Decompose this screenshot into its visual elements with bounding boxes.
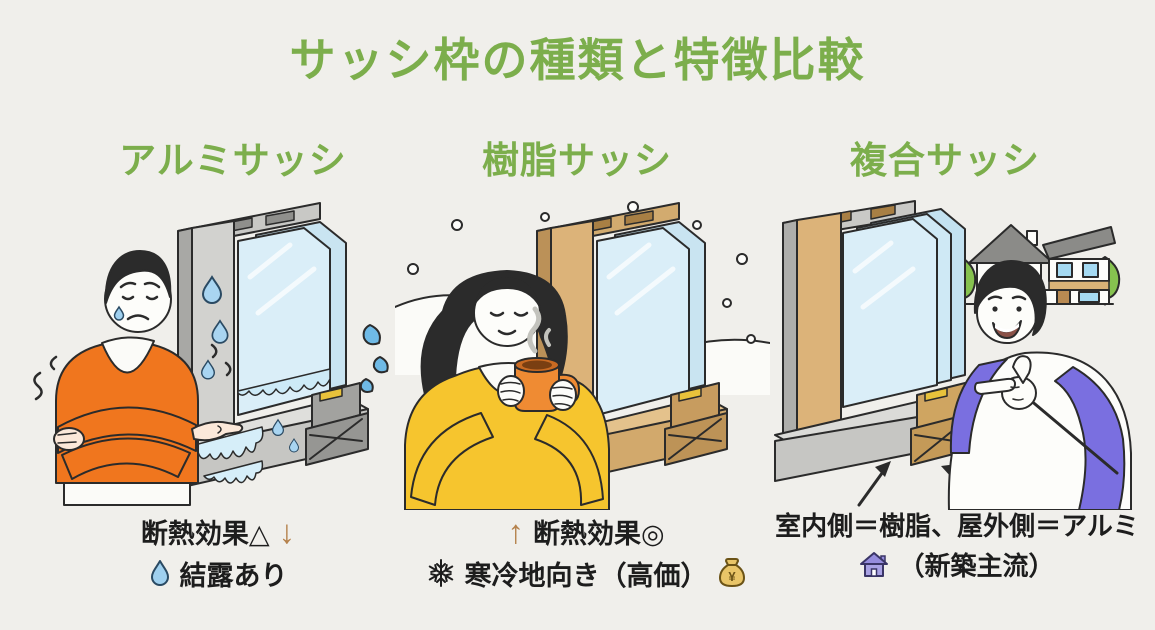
crossed-arm-upper (57, 406, 197, 454)
note-line: ↑ 断熱効果◎ (396, 510, 776, 552)
yen-symbol: ¥ (728, 569, 736, 584)
new-build-text: （新築主流） (898, 550, 1055, 581)
left-sleeve (410, 412, 494, 506)
hair (973, 260, 1047, 336)
worried-face (119, 281, 161, 321)
right-sleeve (534, 414, 604, 506)
insulation-rating-text: 断熱効果△ (140, 518, 270, 549)
glazing-spacer (678, 387, 702, 402)
water-drop-icon (150, 560, 169, 586)
thumb-up (1012, 355, 1032, 384)
snowflake-icon (428, 559, 453, 587)
column-header-resin: 樹脂サッシ (482, 140, 672, 181)
glazing-spacer (924, 387, 948, 402)
money-bag-icon: ¥ (718, 558, 745, 587)
door (1056, 289, 1071, 305)
house-icon (860, 552, 889, 577)
page-title: サッシ枠の種類と特徴比較 (289, 34, 866, 86)
hair (104, 250, 172, 304)
purple-sleeve (1054, 366, 1126, 510)
smiling-face (489, 311, 529, 336)
gable-roof (968, 224, 1054, 264)
cold-region-text: 寒冷地向き（高価） (464, 560, 708, 591)
pointing-finger (974, 377, 1016, 395)
pointing-hand (191, 420, 244, 442)
note-line: 結露あり (28, 552, 408, 594)
column-header-aluminum: アルミサッシ (119, 140, 347, 181)
happy-face (987, 295, 1027, 301)
shiver-lines (33, 343, 232, 401)
frost-on-glass (237, 368, 331, 396)
composite-window-cross-section (774, 200, 978, 482)
cozy-woman (404, 270, 610, 510)
note-line: 断熱効果△ ↓ (28, 510, 408, 552)
hair-fringe (475, 277, 539, 307)
material-sides-text: 室内側＝樹脂、屋外側＝アルミ (775, 510, 1139, 541)
composite-scene (774, 200, 1132, 510)
condensation-text: 結露あり (179, 560, 288, 591)
down-arrow-icon: ↓ (278, 512, 296, 550)
resin-notes: ↑ 断熱効果◎ 寒冷地向き（高価） ¥ (396, 510, 776, 594)
glazing-spacer (319, 387, 343, 402)
composite-notes: 室内側＝樹脂、屋外側＝アルミ （新築主流） (757, 504, 1155, 584)
steam (527, 306, 542, 354)
crossed-arm-lower (61, 437, 191, 480)
note-line: 寒冷地向き（高価） ¥ (396, 552, 776, 594)
insulation-rating-text: 断熱効果◎ (532, 518, 665, 549)
ice-on-sill-2 (203, 460, 264, 484)
slant-roof (1042, 226, 1116, 260)
purple-shoulder (949, 358, 1008, 454)
up-arrow-icon: ↑ (507, 512, 524, 550)
arrow-head-left (875, 461, 891, 477)
freezing-man (33, 250, 244, 506)
resin-scene (395, 201, 770, 510)
resin-interior-frame (796, 212, 842, 442)
condensation-droplets (200, 275, 300, 453)
column-header-composite: 複合サッシ (850, 140, 1040, 181)
note-line: 室内側＝樹脂、屋外側＝アルミ (757, 504, 1155, 544)
happy-man (947, 260, 1132, 510)
splash-droplets (359, 324, 389, 393)
note-line: （新築主流） (757, 544, 1155, 584)
tear-drop (113, 305, 125, 321)
aluminum-notes: 断熱効果△ ↓ 結露あり (28, 510, 408, 594)
aluminum-scene (33, 202, 389, 506)
